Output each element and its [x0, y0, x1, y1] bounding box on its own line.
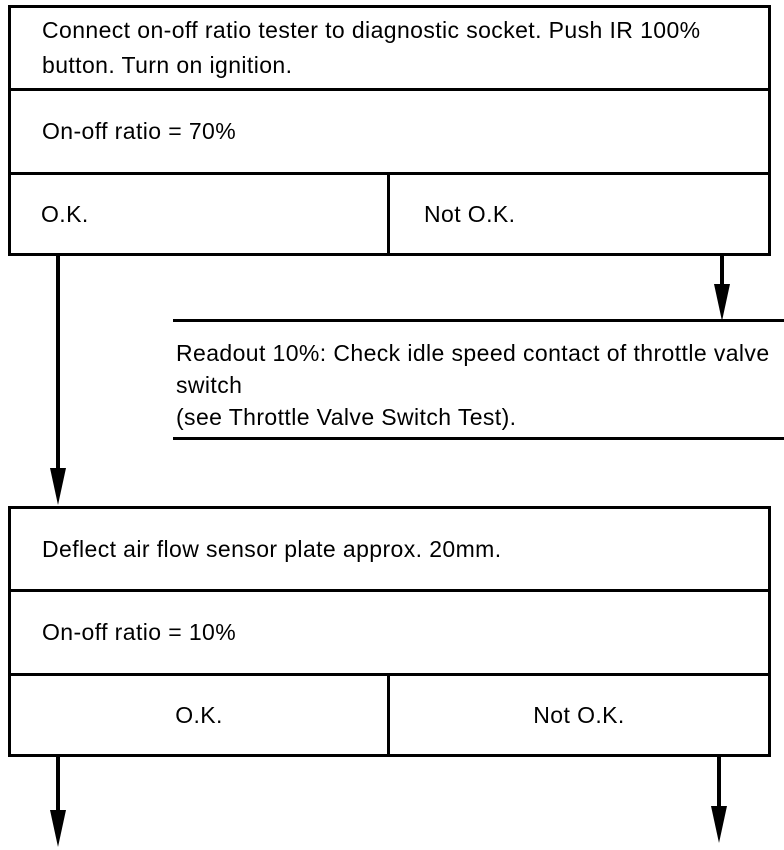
arrow-head	[50, 810, 66, 847]
not-ok-label: Not O.K.	[533, 701, 625, 728]
arrow-shaft	[56, 757, 60, 815]
not-ok-branch-arrow-down-icon	[709, 757, 729, 843]
ok-cell: O.K.	[11, 676, 390, 754]
readout-note-line-1: Readout 10%: Check idle speed contact of…	[176, 340, 770, 366]
procedure-box-1: Connect on-off ratio tester to diagnosti…	[8, 5, 771, 256]
arrow-head	[711, 806, 727, 843]
arrow-shaft	[720, 255, 724, 289]
readout-note: Readout 10%: Check idle speed contact of…	[176, 337, 770, 433]
arrow-head	[714, 284, 730, 321]
not-ok-branch-arrow-down-icon	[712, 255, 732, 321]
procedure-box-2: Deflect air flow sensor plate approx. 20…	[8, 506, 771, 757]
condition-row: On-off ratio = 10%	[11, 589, 768, 673]
readout-note-line-3: (see Throttle Valve Switch Test).	[176, 404, 517, 430]
condition-text: On-off ratio = 10%	[42, 619, 237, 645]
condition-text: On-off ratio = 70%	[42, 118, 237, 144]
note-top-rule	[173, 319, 784, 322]
ok-branch-arrow-down-icon	[48, 757, 68, 847]
ok-cell: O.K.	[11, 175, 390, 253]
ok-label: O.K.	[175, 701, 223, 728]
instruction-text-line-1: Connect on-off ratio tester to diagnosti…	[42, 17, 701, 43]
readout-note-line-2: switch	[176, 372, 243, 398]
condition-row: On-off ratio = 70%	[11, 88, 768, 172]
ok-label: O.K.	[41, 200, 89, 227]
not-ok-label: Not O.K.	[424, 200, 516, 227]
instruction-row: Connect on-off ratio tester to diagnosti…	[11, 8, 768, 88]
note-bottom-rule	[173, 437, 784, 440]
instruction-text-line-2: button. Turn on ignition.	[42, 52, 293, 78]
result-row: O.K. Not O.K.	[11, 673, 768, 754]
result-row: O.K. Not O.K.	[11, 172, 768, 253]
not-ok-cell: Not O.K.	[390, 676, 768, 754]
ok-branch-arrow-down-icon	[48, 255, 68, 505]
arrow-shaft	[56, 255, 60, 473]
not-ok-cell: Not O.K.	[390, 175, 768, 253]
arrow-head	[50, 468, 66, 505]
instruction-text: Deflect air flow sensor plate approx. 20…	[42, 535, 502, 562]
instruction-row: Deflect air flow sensor plate approx. 20…	[11, 509, 768, 589]
arrow-shaft	[717, 757, 721, 811]
